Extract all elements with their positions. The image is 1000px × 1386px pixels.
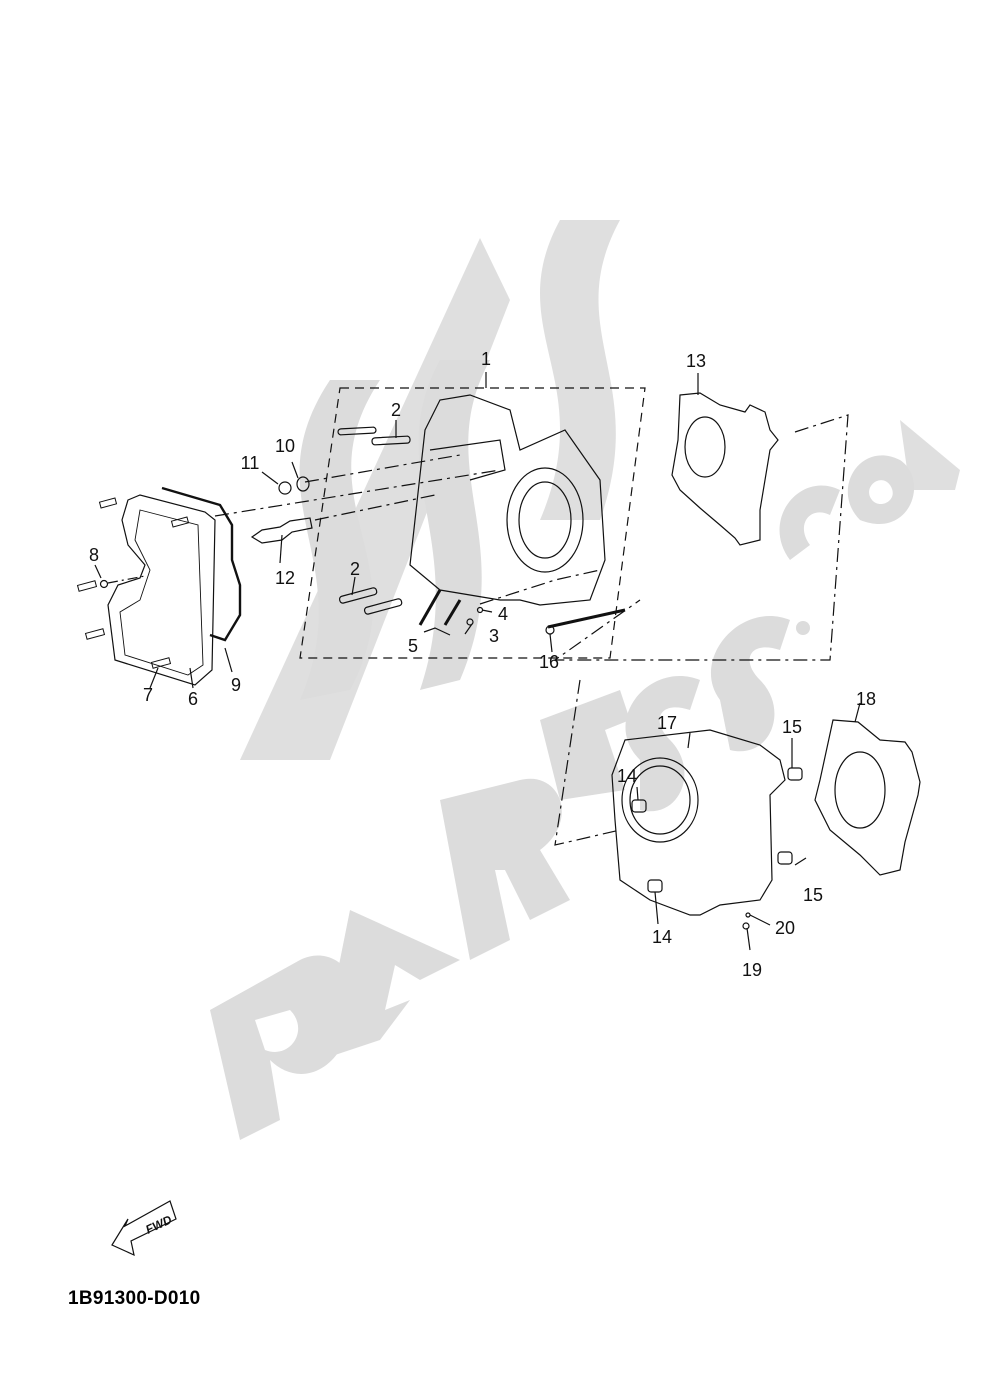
callout-9: 9 (230, 675, 242, 695)
cylinder-base-gasket (814, 719, 921, 876)
head-cover-gasket (161, 486, 242, 642)
callout-14b: 14 (651, 927, 673, 947)
callout-2a: 2 (390, 400, 402, 420)
callout-19: 19 (741, 960, 763, 980)
watermark (210, 220, 960, 1140)
head-cover (107, 494, 216, 686)
callout-17: 17 (656, 713, 678, 733)
callout-4: 4 (497, 604, 509, 624)
spark-plug (250, 517, 313, 544)
cylinder (611, 729, 786, 916)
cylinder-head (409, 394, 606, 606)
callout-16: 16 (538, 652, 560, 672)
callout-18: 18 (855, 689, 877, 709)
callout-5: 5 (407, 636, 419, 656)
callout-8: 8 (88, 545, 100, 565)
callout-7: 7 (142, 685, 154, 705)
callout-10: 10 (274, 436, 296, 456)
callout-13: 13 (685, 351, 707, 371)
callout-15b: 15 (802, 885, 824, 905)
diagram-code: 1B91300-D010 (68, 1288, 201, 1309)
callout-12: 12 (274, 568, 296, 588)
callout-11: 11 (240, 453, 260, 473)
callout-3: 3 (488, 626, 500, 646)
callout-14a: 14 (616, 766, 638, 786)
bolts (76, 497, 190, 669)
cylinder-head-gasket (671, 392, 779, 546)
callout-20: 20 (774, 918, 796, 938)
callout-1: 1 (480, 349, 492, 369)
callout-6: 6 (187, 689, 199, 709)
callout-15a: 15 (781, 717, 803, 737)
line-art (76, 372, 921, 951)
cylinder-head-group-outline (299, 387, 646, 659)
forward-arrow-icon (111, 1200, 177, 1257)
callout-2b: 2 (349, 559, 361, 579)
